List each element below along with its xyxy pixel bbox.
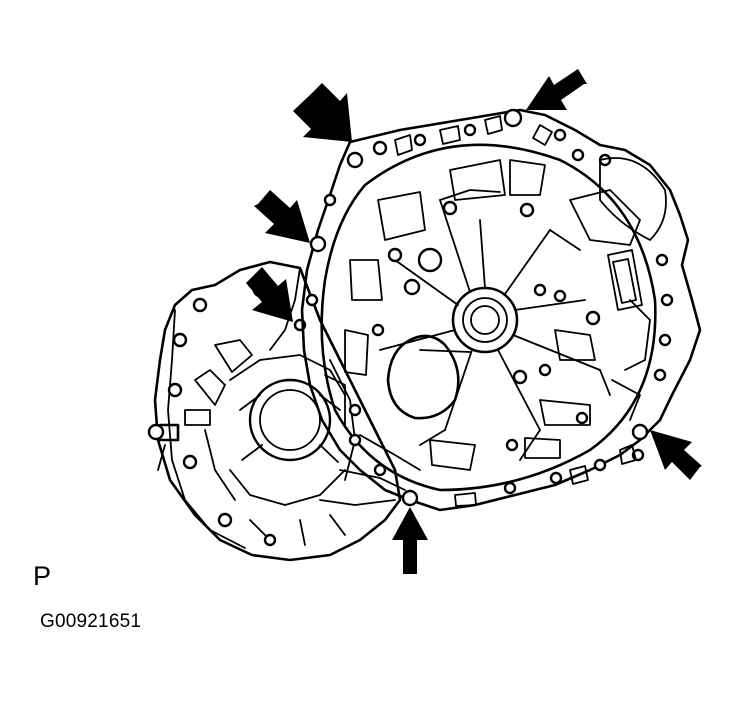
- main-housing: [300, 108, 702, 512]
- fill-plug-pocket: [569, 189, 641, 246]
- arrow-icon: [246, 69, 702, 574]
- bolt-hole-top: [503, 108, 523, 128]
- bolt-hole-right: [631, 423, 649, 441]
- view-label: P: [33, 561, 52, 591]
- arrow-left-lower: [246, 267, 293, 322]
- arrow-left-middle: [254, 190, 310, 243]
- bearing-bore-left: [248, 378, 332, 462]
- bolt-hole-bottom: [401, 489, 419, 507]
- arrow-right-lower: [650, 430, 702, 480]
- arrow-bottom: [392, 507, 428, 574]
- figure-id: G00921651: [40, 611, 142, 632]
- bolt-hole-left: [309, 235, 327, 253]
- left-housing: [147, 260, 402, 562]
- arrow-top-left: [293, 83, 352, 142]
- arrow-top-right: [526, 69, 587, 110]
